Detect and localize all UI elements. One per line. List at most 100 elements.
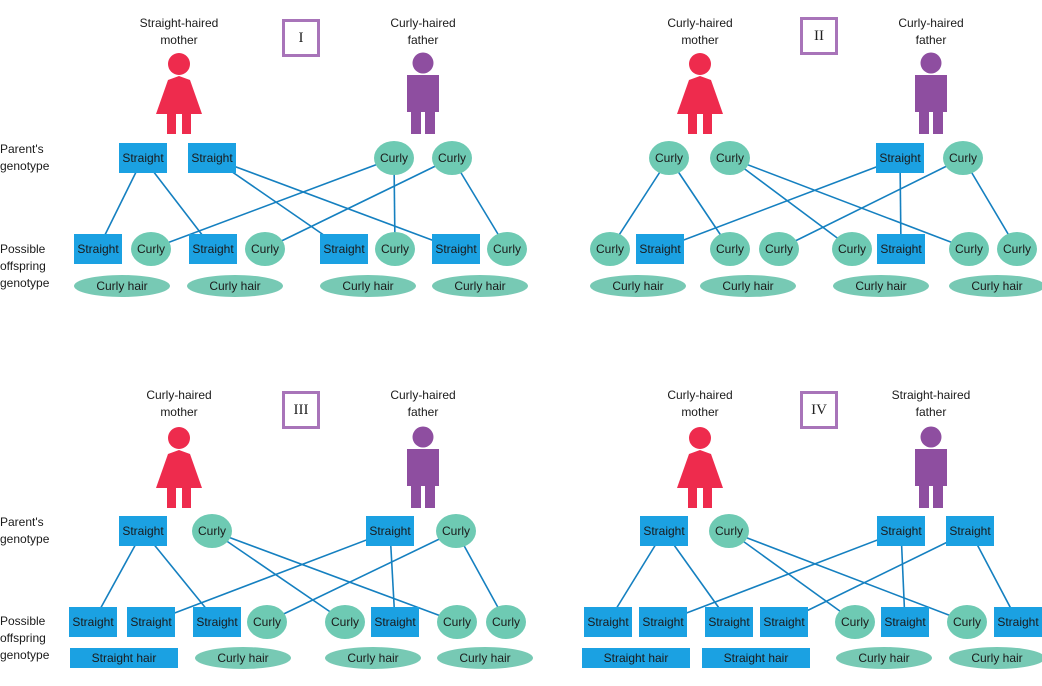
father-title-line: father [407, 405, 439, 419]
inheritance-line [389, 530, 396, 623]
father-title-line: Curly-haired [390, 16, 456, 30]
inheritance-line [728, 530, 856, 623]
curly-allele: Curly [709, 514, 749, 548]
offspring-curly-allele: Curly [486, 605, 526, 639]
inheritance-line [969, 530, 1019, 623]
offspring-straight-allele: Straight [127, 607, 175, 637]
inheritance-line [97, 157, 144, 250]
inheritance-line [150, 530, 391, 623]
offspring-curly-allele: Curly [375, 232, 415, 266]
offspring-straight-allele: Straight [881, 607, 929, 637]
curly-allele: Curly [649, 141, 689, 175]
curly-hair-result: Curly hair [74, 275, 170, 297]
mother-title-line: Curly-haired [146, 388, 212, 402]
inheritance-line [659, 157, 901, 250]
inheritance-line [729, 157, 970, 250]
mother-title: Straight-haired mother [119, 15, 239, 49]
offspring-curly-allele: Curly [835, 605, 875, 639]
mother-title-line: mother [681, 405, 719, 419]
curly-hair-result: Curly hair [187, 275, 283, 297]
mother-title-line: mother [160, 33, 198, 47]
straight-allele: Straight [119, 143, 167, 173]
offspring-straight-allele: Straight [760, 607, 808, 637]
inheritance-line [264, 157, 453, 250]
mother-title-line: Straight-haired [139, 16, 219, 30]
row-label-line: genotype [0, 276, 50, 290]
offspring-straight-allele: Straight [69, 607, 117, 637]
inheritance-line [142, 157, 214, 250]
row-label-line: Parent's [0, 142, 44, 156]
row-label-line: offspring [0, 631, 46, 645]
inheritance-line [783, 530, 971, 623]
curly-hair-result: Curly hair [195, 647, 291, 669]
inheritance-line [92, 530, 144, 623]
curly-hair-result: Curly hair [836, 647, 932, 669]
inheritance-line [211, 157, 345, 250]
offspring-straight-allele: Straight [193, 607, 241, 637]
mother-title: Curly-haired mother [640, 387, 760, 421]
straight-hair-result: Straight hair [582, 648, 690, 668]
offspring-straight-allele: Straight [74, 234, 122, 264]
offspring-curly-allele: Curly [590, 232, 630, 266]
curly-allele: Curly [710, 141, 750, 175]
panel-numeral: III [282, 391, 320, 429]
offspring-straight-allele: Straight [636, 234, 684, 264]
inheritance-line [211, 530, 346, 623]
inheritance-line [211, 157, 457, 250]
male-figure-icon [915, 426, 947, 508]
curly-hair-result: Curly hair [432, 275, 528, 297]
mother-title-line: mother [681, 33, 719, 47]
father-title-line: Curly-haired [898, 16, 964, 30]
inheritance-line [778, 157, 964, 250]
straight-allele: Straight [946, 516, 994, 546]
row-label-offspring-top: Possible offspring genotype [0, 241, 49, 292]
male-figure-icon [407, 426, 439, 508]
curly-hair-result: Curly hair [590, 275, 686, 297]
row-label-line: genotype [0, 532, 50, 546]
mother-title-line: Curly-haired [667, 388, 733, 402]
curly-hair-result: Curly hair [833, 275, 929, 297]
straight-allele: Straight [188, 143, 236, 173]
curly-hair-result: Curly hair [325, 647, 421, 669]
panel-numeral: I [282, 19, 320, 57]
inheritance-line [211, 530, 458, 623]
row-label-line: genotype [0, 159, 50, 173]
father-title-line: Straight-haired [891, 388, 971, 402]
offspring-curly-allele: Curly [832, 232, 872, 266]
mother-title: Curly-haired mother [119, 387, 239, 421]
offspring-straight-allele: Straight [877, 234, 925, 264]
inheritance-line [607, 530, 665, 623]
row-label-parents-top: Parent's genotype [0, 141, 49, 175]
inheritance-line [663, 530, 730, 623]
row-label-line: Parent's [0, 515, 44, 529]
male-figure-icon [915, 52, 947, 134]
curly-allele: Curly [943, 141, 983, 175]
straight-allele: Straight [877, 516, 925, 546]
mother-title-line: mother [160, 405, 198, 419]
offspring-curly-allele: Curly [131, 232, 171, 266]
offspring-straight-allele: Straight [189, 234, 237, 264]
curly-hair-result: Curly hair [949, 647, 1042, 669]
father-title-line: father [915, 405, 947, 419]
row-label-line: Possible [0, 242, 46, 256]
curly-allele: Curly [436, 514, 476, 548]
offspring-curly-allele: Curly [947, 605, 987, 639]
female-figure-icon [677, 427, 723, 508]
panel-numeral: II [800, 17, 838, 55]
female-figure-icon [677, 53, 723, 134]
curly-hair-result: Curly hair [949, 275, 1042, 297]
female-figure-icon [156, 427, 202, 508]
row-label-line: Possible [0, 614, 46, 628]
offspring-curly-allele: Curly [997, 232, 1037, 266]
straight-hair-result: Straight hair [702, 648, 810, 668]
offspring-straight-allele: Straight [371, 607, 419, 637]
curly-allele: Curly [192, 514, 232, 548]
offspring-curly-allele: Curly [949, 232, 989, 266]
inheritance-line [728, 530, 968, 623]
curly-allele: Curly [432, 141, 472, 175]
straight-allele: Straight [366, 516, 414, 546]
